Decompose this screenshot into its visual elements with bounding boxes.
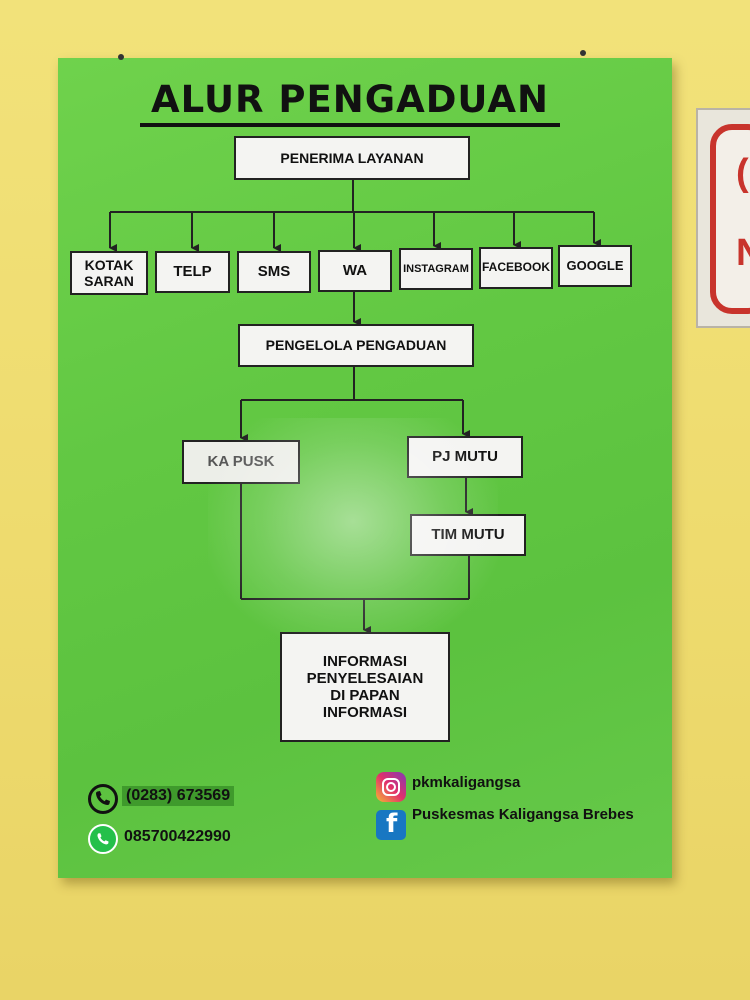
channel-box-facebook: FACEBOOK	[479, 247, 553, 289]
channel-label: FACEBOOK	[481, 260, 550, 275]
channel-label: SARAN	[84, 273, 134, 289]
result-line: PENYELESAIAN	[306, 669, 424, 687]
poster-title: ALUR PENGADUAN	[140, 78, 560, 127]
wall-sign-glyph: N	[736, 232, 750, 274]
manager-box: PENGELOLA PENGADUAN	[238, 324, 474, 367]
complaint-flow-poster: ALUR PENGADUAN	[58, 50, 672, 878]
result-line: INFORMASI	[322, 704, 408, 722]
manager-label: PENGELOLA PENGADUAN	[265, 337, 447, 354]
channel-box-google: GOOGLE	[558, 245, 632, 287]
result-box: INFORMASI PENYELESAIAN DI PAPAN INFORMAS…	[280, 632, 450, 742]
channel-label: INSTAGRAM	[403, 262, 469, 275]
channel-box-wa: WA	[318, 250, 392, 292]
pj-mutu-box: PJ MUTU	[407, 436, 523, 478]
facebook-icon: f	[376, 810, 406, 840]
facebook-page: Puskesmas Kaligangsa Brebes	[412, 806, 634, 823]
head-label: KA PUSK	[207, 453, 275, 471]
wall-sign-frame: ( N	[710, 124, 750, 314]
channel-box-telp: TELP	[155, 251, 230, 293]
channel-box-sms: SMS	[237, 251, 311, 293]
wall-sign-glyph: (	[736, 152, 749, 194]
head-box: KA PUSK	[182, 440, 300, 484]
phone-number: (0283) 673569	[122, 786, 235, 806]
channel-label: SMS	[257, 263, 291, 281]
tim-mutu-box: TIM MUTU	[410, 514, 526, 556]
result-line: DI PAPAN	[330, 687, 400, 704]
instagram-icon	[376, 772, 406, 802]
receiver-label: PENERIMA LAYANAN	[280, 149, 424, 166]
channel-label: WA	[342, 262, 368, 280]
flow-connectors	[109, 180, 601, 634]
receiver-box: PENERIMA LAYANAN	[234, 136, 470, 180]
channel-box-instagram: INSTAGRAM	[399, 248, 473, 290]
pj-mutu-label: PJ MUTU	[432, 448, 498, 466]
instagram-handle: pkmkaligangsa	[412, 774, 521, 791]
whatsapp-icon	[88, 824, 118, 854]
channel-box-kotak-saran: KOTAK SARAN	[70, 251, 148, 295]
poster-pin	[118, 54, 124, 60]
tim-mutu-label: TIM MUTU	[431, 526, 505, 544]
phone-icon	[88, 784, 118, 814]
channel-label: KOTAK	[84, 256, 134, 273]
whatsapp-number: 085700422990	[124, 828, 231, 845]
result-line: INFORMASI	[322, 652, 408, 670]
channel-label: GOOGLE	[566, 257, 624, 273]
wall-sign: ( N	[696, 108, 750, 328]
channel-label: TELP	[173, 263, 212, 281]
poster-pin	[580, 50, 586, 56]
